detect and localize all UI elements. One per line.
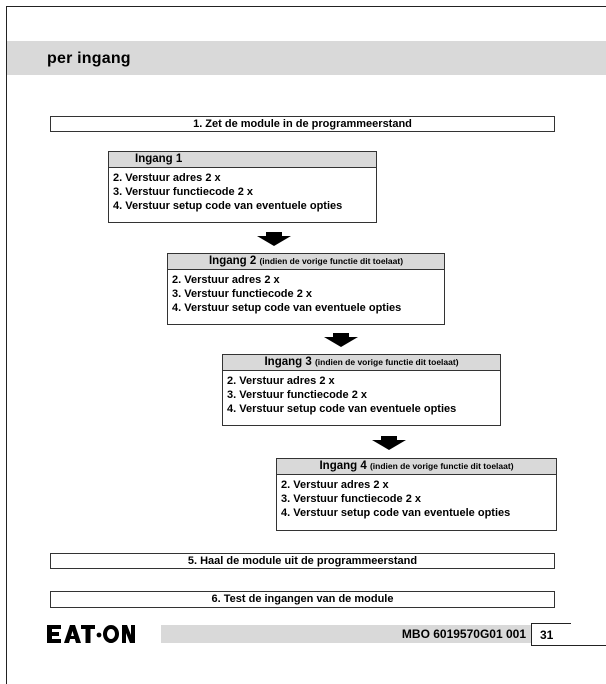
down-arrow-icon bbox=[324, 333, 358, 347]
section-title: per ingang bbox=[47, 50, 131, 67]
ingang-3-header: Ingang 3 (indien de vorige functie dit t… bbox=[223, 355, 500, 371]
page-number-rule bbox=[531, 645, 606, 646]
ingang-4-note: (indien de vorige functie dit toelaat) bbox=[369, 461, 514, 471]
ingang-3-note: (indien de vorige functie dit toelaat) bbox=[314, 357, 459, 367]
step-1-box: 1. Zet de module in de programmeerstand bbox=[50, 116, 555, 132]
ingang-2-note: (indien de vorige functie dit toelaat) bbox=[259, 256, 404, 266]
ingang-2-line-setup: 4. Verstuur setup code van eventuele opt… bbox=[172, 302, 402, 314]
ingang-1-header: Ingang 1 bbox=[109, 152, 376, 168]
page-number: 31 bbox=[531, 623, 571, 645]
footer-band bbox=[161, 625, 531, 643]
step-5-box: 5. Haal de module uit de programmeerstan… bbox=[50, 553, 555, 569]
ingang-2-line-functiecode: 3. Verstuur functiecode 2 x bbox=[172, 288, 312, 300]
down-arrow-icon bbox=[257, 232, 291, 246]
ingang-4-line-adres: 2. Verstuur adres 2 x bbox=[281, 479, 389, 491]
ingang-1-body: 2. Verstuur adres 2 x 3. Verstuur functi… bbox=[109, 168, 376, 215]
ingang-2-line-adres: 2. Verstuur adres 2 x bbox=[172, 274, 280, 286]
document-code: MBO 6019570G01 001 bbox=[401, 627, 526, 641]
section-header-band bbox=[7, 41, 606, 75]
ingang-4-line-setup: 4. Verstuur setup code van eventuele opt… bbox=[281, 507, 511, 519]
ingang-1-line-functiecode: 3. Verstuur functiecode 2 x bbox=[113, 186, 253, 198]
ingang-1-line-adres: 2. Verstuur adres 2 x bbox=[113, 172, 221, 184]
step-6-box: 6. Test de ingangen van de module bbox=[50, 591, 555, 608]
ingang-3-title: Ingang 3 bbox=[264, 356, 312, 368]
ingang-1-box: Ingang 1 2. Verstuur adres 2 x 3. Verstu… bbox=[108, 151, 377, 223]
ingang-1-title: Ingang 1 bbox=[135, 153, 183, 165]
ingang-4-box: Ingang 4 (indien de vorige functie dit t… bbox=[276, 458, 557, 531]
ingang-3-line-adres: 2. Verstuur adres 2 x bbox=[227, 375, 335, 387]
ingang-3-body: 2. Verstuur adres 2 x 3. Verstuur functi… bbox=[223, 371, 500, 418]
ingang-4-body: 2. Verstuur adres 2 x 3. Verstuur functi… bbox=[277, 475, 556, 522]
page-frame bbox=[6, 6, 606, 684]
ingang-1-line-setup: 4. Verstuur setup code van eventuele opt… bbox=[113, 200, 343, 212]
eaton-logo bbox=[47, 625, 135, 643]
ingang-2-body: 2. Verstuur adres 2 x 3. Verstuur functi… bbox=[168, 270, 444, 317]
ingang-3-box: Ingang 3 (indien de vorige functie dit t… bbox=[222, 354, 501, 426]
down-arrow-icon bbox=[372, 436, 406, 450]
ingang-2-box: Ingang 2 (indien de vorige functie dit t… bbox=[167, 253, 445, 325]
ingang-2-title: Ingang 2 bbox=[208, 255, 257, 267]
ingang-3-line-setup: 4. Verstuur setup code van eventuele opt… bbox=[227, 403, 457, 415]
ingang-4-title: Ingang 4 bbox=[319, 460, 367, 472]
ingang-4-header: Ingang 4 (indien de vorige functie dit t… bbox=[277, 459, 556, 475]
ingang-2-header: Ingang 2 (indien de vorige functie dit t… bbox=[168, 254, 444, 270]
ingang-4-line-functiecode: 3. Verstuur functiecode 2 x bbox=[281, 493, 421, 505]
ingang-3-line-functiecode: 3. Verstuur functiecode 2 x bbox=[227, 389, 367, 401]
